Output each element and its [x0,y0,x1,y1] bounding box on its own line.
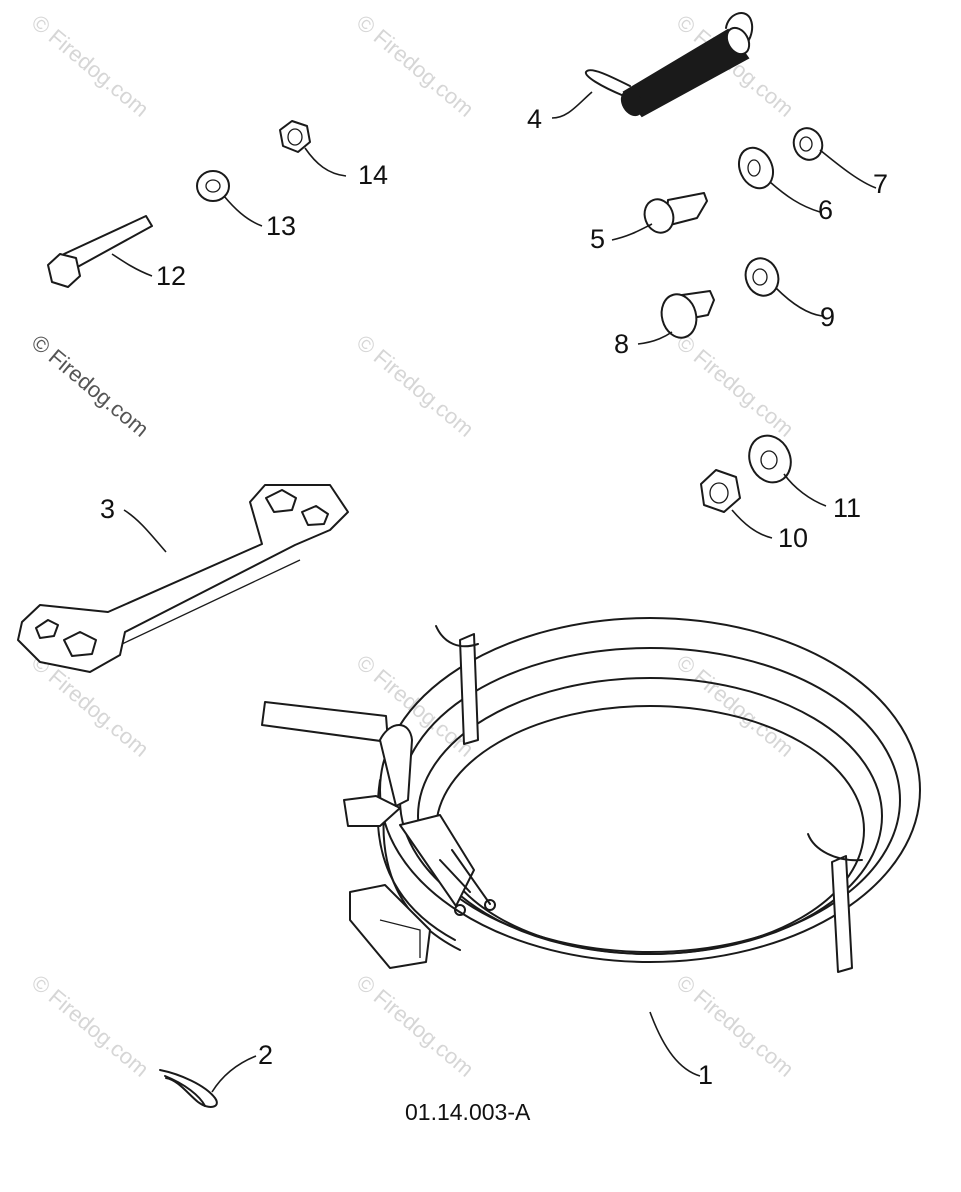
watermark: © Firedog.com [27,10,154,122]
callout-11: 11 [833,493,861,523]
shoulder-bolt-icon [643,192,708,234]
spring-icon [584,12,754,118]
callout-6: 6 [818,195,833,225]
hairpin-clip-icon [159,1069,218,1108]
callouts: 4 7 6 5 9 8 14 13 12 3 11 10 1 2 [100,104,888,1090]
watermark: © Firedog.com [672,650,799,762]
washer-icon [737,146,775,190]
lock-nut-icon [700,469,741,513]
washer-icon [748,434,792,484]
callout-7: 7 [873,169,888,199]
watermark: © Firedog.com [352,10,479,122]
flange-nut-icon [744,257,780,297]
watermark: © Firedog.com [352,330,479,442]
callout-14: 14 [358,160,388,190]
carriage-bolt-icon [660,290,715,339]
watermark: © Firedog.com [352,970,479,1082]
callout-12: 12 [156,261,186,291]
leader-lines [111,91,877,1093]
watermark: © Firedog.com [672,970,799,1082]
callout-5: 5 [590,224,605,254]
watermark: © Firedog.com [672,330,799,442]
callout-10: 10 [778,523,808,553]
callout-2: 2 [258,1040,273,1070]
flange-nut-icon [792,127,824,161]
callout-4: 4 [527,104,542,134]
spacer-icon [196,170,230,202]
callout-9: 9 [820,302,835,332]
wrench-plate-icon [17,484,349,673]
callout-1: 1 [698,1060,713,1090]
callout-13: 13 [266,211,296,241]
hex-bolt-icon [47,215,153,288]
callout-3: 3 [100,494,115,524]
drawing-code: 01.14.003-A [405,1099,531,1125]
lock-nut-icon [279,120,311,153]
callout-8: 8 [614,329,629,359]
watermark: © Firedog.com [27,970,154,1082]
watermark: © Firedog.com [27,330,154,442]
extension-cord-coil-icon [261,617,921,973]
